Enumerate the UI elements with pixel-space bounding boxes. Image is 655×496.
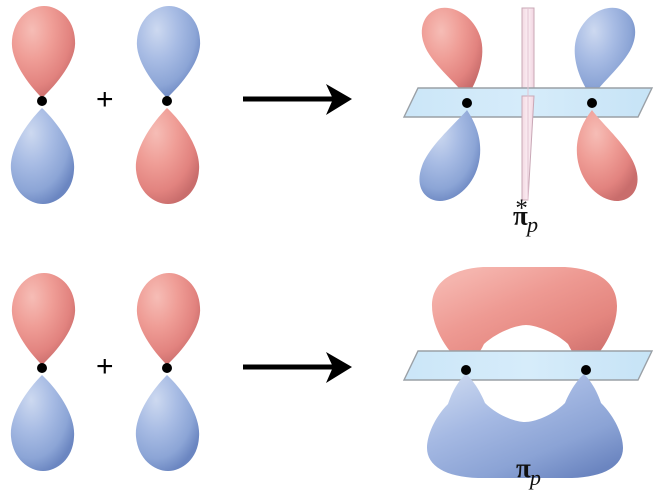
reaction-arrow-icon — [243, 84, 352, 115]
lobe-blue-down — [10, 375, 75, 471]
lobe-red-up — [11, 6, 76, 98]
reaction-arrow-icon — [243, 352, 352, 383]
merged-lobe-blue-bottom — [427, 374, 623, 478]
lobe-blue-up-right — [574, 7, 636, 97]
horizontal-nodal-plane — [402, 350, 654, 381]
lobe-blue-up — [136, 6, 201, 98]
pi-orbital-label: πp — [516, 455, 541, 489]
nucleus-dot — [37, 363, 47, 373]
plus-operator: + — [96, 83, 114, 116]
product-pi-bonding-orbital — [402, 267, 654, 478]
plus-operator: + — [96, 350, 114, 383]
bonding-row-graphics — [10, 267, 654, 478]
nucleus-dot — [162, 363, 172, 373]
reactant-p-orbital-right — [135, 6, 201, 204]
nucleus-dot — [37, 96, 47, 106]
lobe-red-down-right — [576, 110, 638, 201]
reactant-p-orbital-left — [10, 273, 76, 471]
nucleus-dot-right — [587, 98, 597, 108]
antibonding-row: + π*p — [10, 6, 654, 238]
antibonding-row-graphics — [10, 6, 654, 204]
nucleus-dot-right — [581, 365, 591, 375]
reactant-p-orbital-right — [135, 273, 201, 471]
lobe-blue-down — [135, 375, 200, 471]
nucleus-dot — [162, 96, 172, 106]
pi-star-orbital-label: π*p — [513, 195, 538, 238]
lobe-red-up — [11, 273, 76, 365]
reactant-p-orbital-left — [10, 6, 76, 204]
nucleus-dot-left — [461, 365, 471, 375]
lobe-red-down — [135, 108, 200, 204]
pi-symbol: π — [516, 453, 531, 483]
product-pi-star-antibonding-orbital — [402, 7, 654, 201]
lobe-blue-down — [10, 108, 75, 204]
lobe-blue-down-left — [419, 110, 481, 201]
nucleus-dot-left — [462, 98, 472, 108]
p-subscript: p — [529, 464, 541, 490]
lobe-red-up-left — [421, 7, 483, 97]
merged-lobe-red-top — [432, 267, 617, 367]
pi-symbol: π — [513, 200, 528, 231]
asterisk-superscript: * — [515, 195, 528, 222]
p-subscript: p — [526, 212, 538, 238]
bonding-row: + πp — [0, 250, 655, 496]
lobe-red-up — [136, 273, 201, 365]
